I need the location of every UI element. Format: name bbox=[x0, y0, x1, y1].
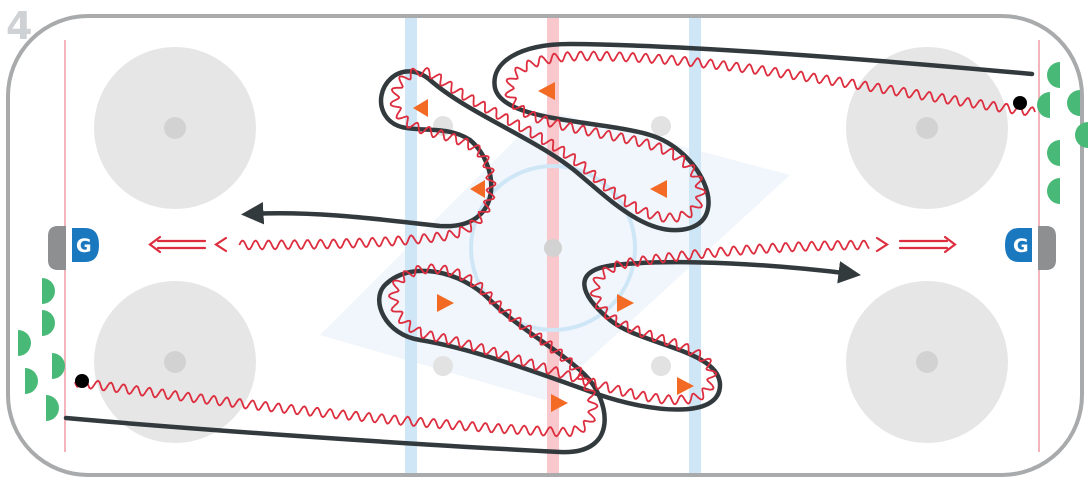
goalie-left: G bbox=[72, 228, 99, 262]
net-right bbox=[1038, 226, 1056, 270]
puck-path-top bbox=[238, 50, 1036, 251]
skate-path-top bbox=[241, 41, 1035, 233]
blue-line-right bbox=[689, 18, 701, 473]
puck-paths bbox=[74, 50, 1036, 438]
player-icon bbox=[1047, 62, 1060, 88]
pass-arrow-right bbox=[875, 235, 957, 254]
cone-icon bbox=[617, 294, 634, 312]
faceoff-dot bbox=[164, 351, 186, 373]
player-icon bbox=[1075, 122, 1088, 148]
faceoff-dot bbox=[916, 117, 938, 139]
goalie-label: G bbox=[1013, 235, 1029, 257]
cone-icon bbox=[538, 82, 555, 100]
goalie-icon bbox=[72, 228, 99, 262]
puck-path-bottom bbox=[74, 239, 870, 438]
player-icon bbox=[46, 395, 59, 421]
player-icon bbox=[1037, 92, 1050, 118]
player-icon bbox=[1047, 140, 1060, 166]
skate-path-bottom bbox=[63, 259, 861, 455]
goalie-icon bbox=[1005, 228, 1032, 262]
cone-icon bbox=[470, 180, 485, 198]
cone-icon bbox=[677, 377, 694, 395]
player-icon bbox=[42, 310, 55, 336]
neutral-dot bbox=[651, 116, 671, 136]
cone-icon bbox=[437, 294, 454, 312]
faceoff-dot bbox=[164, 117, 186, 139]
puck-icon bbox=[75, 374, 89, 388]
net-left bbox=[48, 226, 66, 270]
center-dot bbox=[544, 239, 562, 257]
blue-line-left bbox=[405, 18, 417, 473]
center-circle bbox=[469, 164, 637, 332]
neutral-dot bbox=[433, 356, 453, 376]
cone-icon bbox=[551, 394, 568, 412]
cone-icon bbox=[413, 99, 428, 117]
pass-arrow-left bbox=[148, 235, 228, 254]
player-icon bbox=[18, 330, 31, 356]
faceoff-dot bbox=[916, 351, 938, 373]
puck-icon bbox=[1013, 96, 1027, 110]
goalie-right: G bbox=[1005, 228, 1032, 262]
cone-icon bbox=[650, 180, 667, 198]
player-icon bbox=[1047, 178, 1060, 204]
player-icon bbox=[25, 368, 38, 394]
player-icon bbox=[52, 353, 65, 379]
neutral-dot bbox=[651, 356, 671, 376]
player-icon bbox=[42, 278, 55, 304]
player-icon bbox=[1067, 90, 1080, 116]
goalie-label: G bbox=[76, 235, 92, 257]
